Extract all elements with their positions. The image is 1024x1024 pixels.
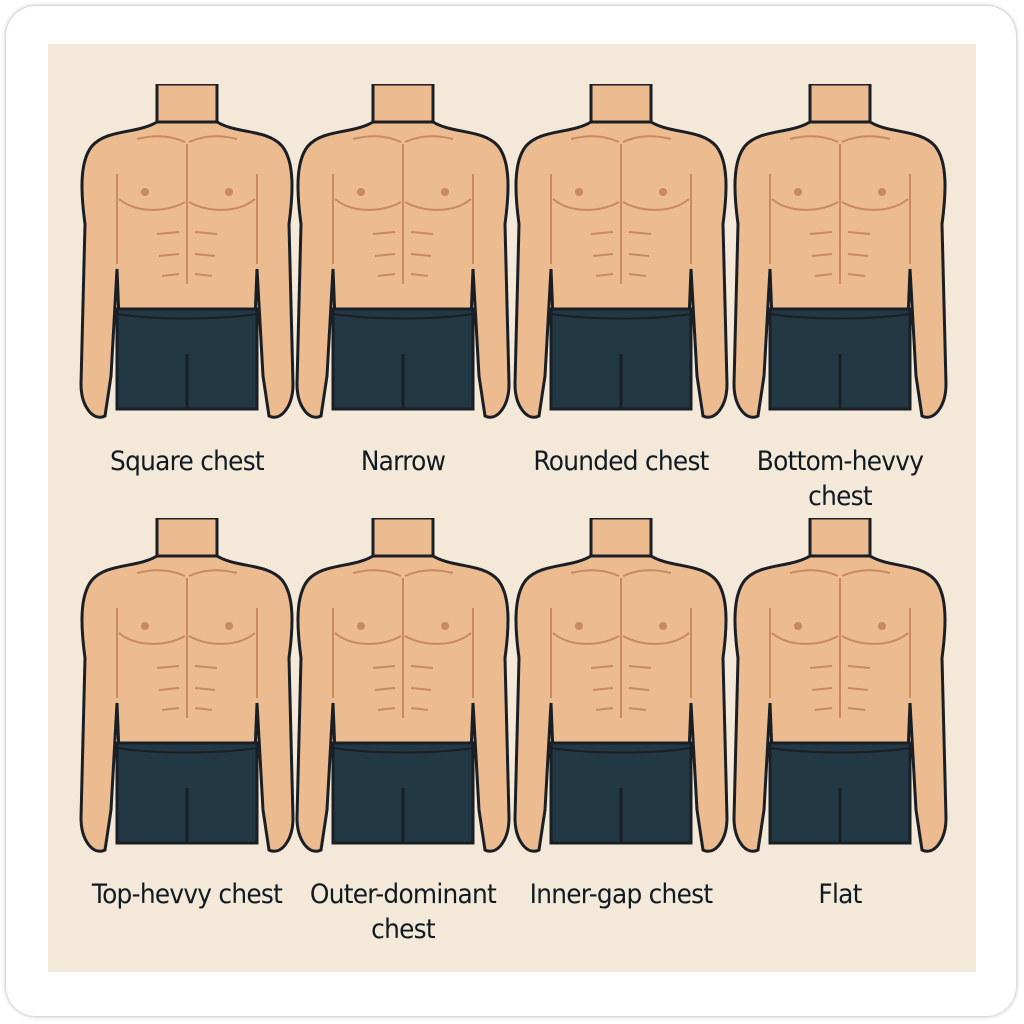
chest-type-label: Bottom-hevvy chest [756, 446, 924, 512]
torso-illustration [513, 84, 729, 419]
torso-illustration [295, 518, 511, 853]
chest-type-label: Square chest [110, 446, 265, 477]
torso-illustration [79, 518, 295, 853]
torso-illustration [295, 84, 511, 419]
torso-illustration [513, 518, 729, 853]
chest-type-label: Outer-dominant chest [309, 879, 497, 945]
chest-type-label: Rounded chest [533, 446, 709, 477]
chest-type-label: Narrow [360, 446, 446, 477]
torso-illustration [732, 518, 948, 853]
chest-type-label: Flat [818, 879, 862, 910]
chest-type-label: Inner-gap chest [529, 879, 713, 910]
chest-types-panel: Square chest Narrow Rounded chest Bottom-he… [48, 44, 976, 972]
torso-illustration [79, 84, 295, 419]
torso-illustration [732, 84, 948, 419]
chest-type-label: Top-hevvy chest [91, 879, 283, 910]
